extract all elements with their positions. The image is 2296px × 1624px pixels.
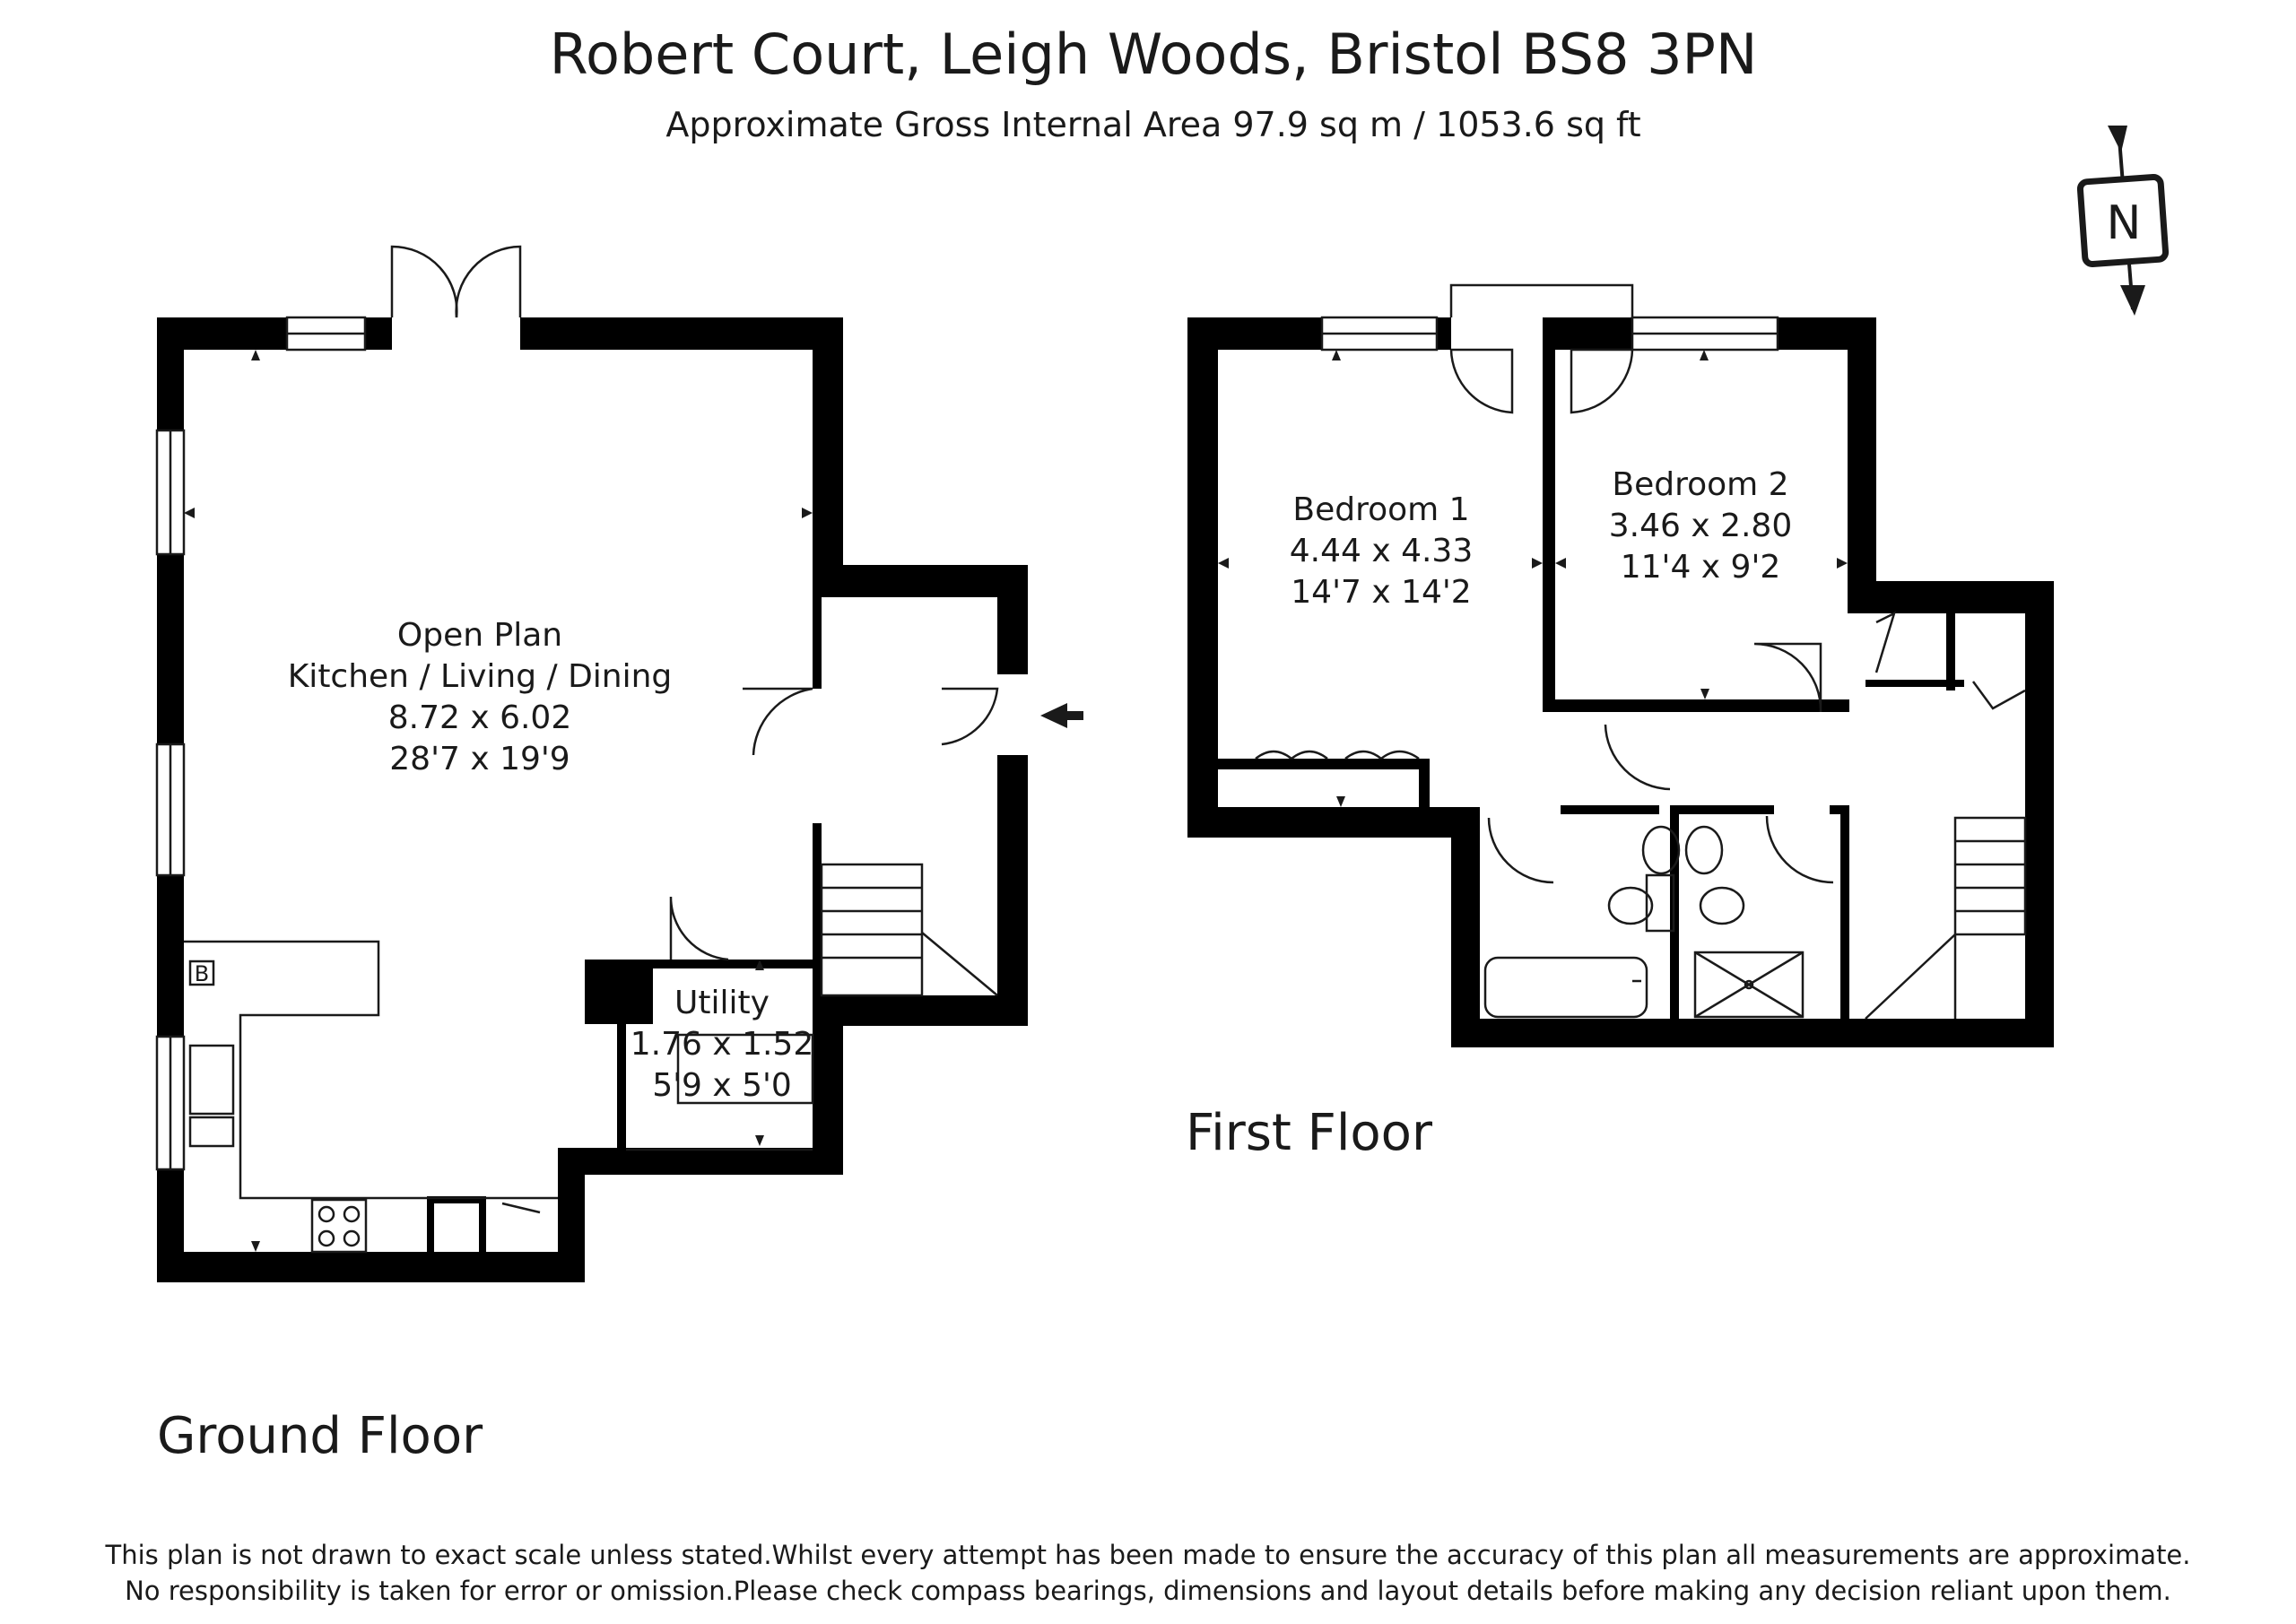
compass-letter: N (2107, 196, 2142, 250)
page-title: Robert Court, Leigh Woods, Bristol BS8 3… (550, 22, 1758, 87)
room-bedroom-2: Bedroom 2 3.46 x 2.80 11'4 x 9'2 (1609, 466, 1793, 586)
room-bedroom-1: Bedroom 1 4.44 x 4.33 14'7 x 14'2 (1290, 491, 1474, 611)
room-utility: Utility 1.76 x 1.52 5'9 x 5'0 (631, 985, 814, 1104)
room-name-line1: Open Plan (397, 617, 562, 654)
room-metric: 8.72 x 6.02 (388, 699, 572, 736)
room-imperial: 5'9 x 5'0 (652, 1067, 792, 1104)
room-open-plan: Open Plan Kitchen / Living / Dining 8.72… (288, 617, 673, 777)
page-subtitle: Approximate Gross Internal Area 97.9 sq … (665, 105, 1640, 144)
first-floor-label: First Floor (1186, 1104, 1433, 1162)
room-imperial: 28'7 x 19'9 (389, 741, 570, 777)
room-name: Utility (674, 985, 770, 1021)
ground-floor-details (155, 245, 999, 1254)
first-floor-markers (1218, 350, 1848, 807)
room-imperial: 14'7 x 14'2 (1291, 574, 1471, 611)
disclaimer-line-1: This plan is not drawn to exact scale un… (104, 1540, 2190, 1570)
first-floor-details (1255, 283, 2027, 1020)
room-name: Bedroom 2 (1612, 466, 1788, 503)
disclaimer-line-2: No responsibility is taken for error or … (125, 1576, 2171, 1606)
first-floor-plan (1187, 317, 2054, 1047)
compass-icon: N (2076, 126, 2170, 316)
room-imperial: 11'4 x 9'2 (1621, 549, 1781, 586)
ground-floor-label: Ground Floor (157, 1407, 483, 1465)
room-metric: 4.44 x 4.33 (1290, 533, 1474, 569)
room-name: Bedroom 1 (1292, 491, 1469, 528)
room-metric: 1.76 x 1.52 (631, 1026, 814, 1063)
ground-floor-markers (184, 350, 1083, 1252)
boiler-label: B (195, 961, 209, 986)
room-metric: 3.46 x 2.80 (1609, 508, 1793, 544)
ground-floor-plan (157, 317, 1028, 1282)
room-name-line2: Kitchen / Living / Dining (288, 658, 673, 695)
